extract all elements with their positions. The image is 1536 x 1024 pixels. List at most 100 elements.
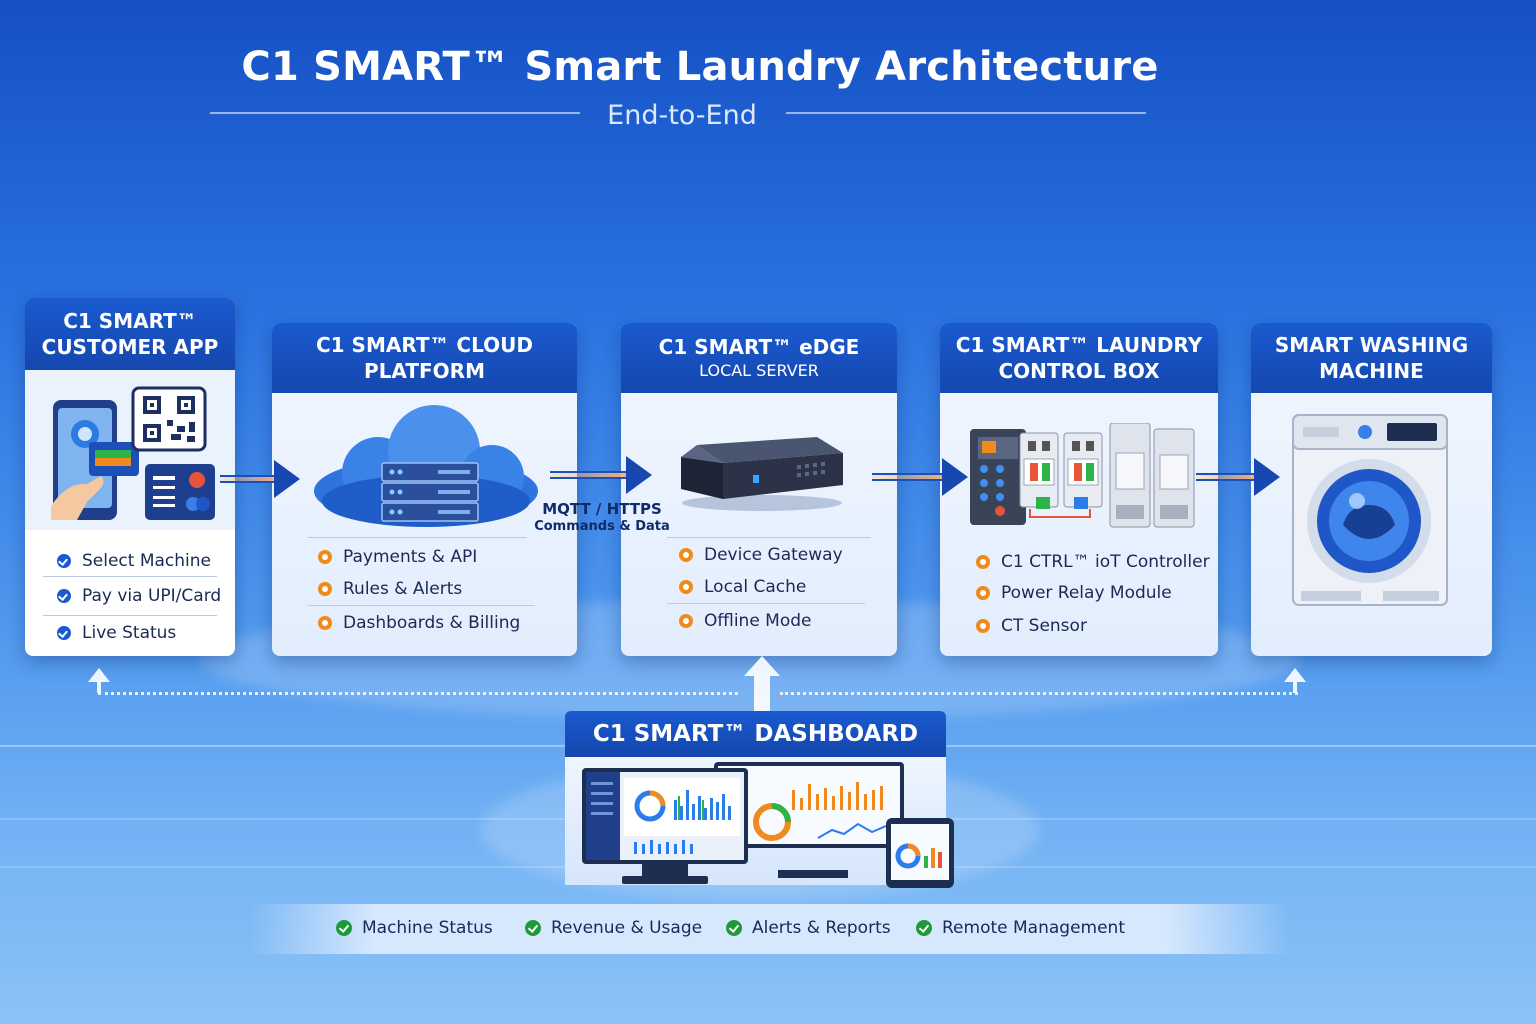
list-item-label: Payments & API: [343, 547, 478, 567]
bullet-icon: [318, 616, 332, 630]
list-item: Device Gateway: [621, 539, 897, 571]
list-item-label: Power Relay Module: [1001, 583, 1172, 603]
check-icon: [726, 920, 742, 936]
control-box-feature-list: C1 CTRL™ ioT Controller Power Relay Modu…: [940, 547, 1218, 643]
divider: [308, 605, 535, 606]
dashboard-to-edge-stem: [754, 676, 770, 712]
list-item-label: Rules & Alerts: [343, 579, 463, 599]
cloud-platform-header: C1 SMART™ CLOUD PLATFORM: [272, 323, 577, 393]
flow-arrow-control-to-washer: [1196, 458, 1280, 496]
cloud-platform-card: C1 SMART™ CLOUD PLATFORM Payments & API …: [272, 323, 577, 656]
customer-app-title-line1: C1 SMART™: [63, 309, 197, 333]
bullet-icon: [976, 586, 990, 600]
feedback-arrow-app: [88, 668, 110, 682]
feedback-arrow-washer: [1284, 668, 1306, 682]
page-subtitle: End-to-End: [607, 100, 757, 131]
divider: [667, 537, 871, 538]
edge-server-title-line2: LOCAL SERVER: [699, 361, 819, 380]
cloud-platform-title-line1: C1 SMART™ CLOUD: [315, 333, 533, 357]
customer-app-feature-list: Select Machine Pay via UPI/Card Live Sta…: [25, 546, 235, 650]
page-title: C1 SMART™ Smart Laundry Architecture: [241, 44, 1159, 90]
control-box-title-line2: CONTROL BOX: [998, 359, 1160, 383]
bullet-icon: [679, 614, 693, 628]
dashboard-devices-icon: [582, 762, 954, 888]
bullet-icon: [976, 555, 990, 569]
bullet-icon: [679, 548, 693, 562]
list-item: Power Relay Module: [940, 577, 1218, 609]
dashboard-features-bar: [250, 904, 1290, 954]
check-icon: [336, 920, 352, 936]
bullet-icon: [976, 619, 990, 633]
list-item-label: Select Machine: [82, 551, 212, 571]
list-item-label: C1 CTRL™ ioT Controller: [1001, 552, 1210, 572]
list-item-label: Dashboards & Billing: [343, 613, 521, 633]
check-icon: [57, 626, 71, 640]
feature-remote-management: Remote Management: [916, 918, 1125, 938]
feature-revenue-usage: Revenue & Usage: [525, 918, 702, 938]
washing-machine-title-line2: MACHINE: [1319, 359, 1424, 383]
bullet-icon: [318, 550, 332, 564]
protocol-label-line2: Commands & Data: [534, 519, 670, 534]
divider: [667, 603, 865, 604]
flow-arrow-edge-to-control: [872, 458, 968, 496]
list-item: Dashboards & Billing: [272, 606, 577, 640]
cloud-server-icon: [314, 405, 538, 527]
protocol-label: MQTT / HTTPS Commands & Data: [532, 500, 672, 536]
divider: [43, 615, 217, 616]
check-icon: [916, 920, 932, 936]
washing-machine-icon: [1292, 414, 1448, 606]
cloud-platform-title-line2: PLATFORM: [364, 359, 485, 383]
feature-label: Alerts & Reports: [752, 918, 891, 938]
feature-label: Machine Status: [362, 918, 493, 938]
control-box-card: C1 SMART™ LAUNDRY CONTROL BOX C1 CTRL™ i…: [940, 323, 1218, 656]
list-item: Pay via UPI/Card: [25, 577, 235, 615]
feature-label: Revenue & Usage: [551, 918, 703, 938]
edge-server-title-line1: C1 SMART™ eDGE: [658, 335, 860, 359]
flow-arrow-app-to-cloud: [220, 460, 300, 498]
list-item: CT Sensor: [940, 609, 1218, 643]
list-item: Payments & API: [272, 541, 577, 573]
feedback-stem-app: [97, 681, 101, 693]
phone-qr-payment-icon: [51, 386, 215, 520]
control-box-header: C1 SMART™ LAUNDRY CONTROL BOX: [940, 323, 1218, 393]
washing-machine-title-line1: SMART WASHING: [1274, 333, 1469, 357]
feedback-line-left: [98, 692, 738, 695]
dashboard-title: C1 SMART™ DASHBOARD: [565, 711, 946, 757]
customer-app-card: C1 SMART™ CUSTOMER APP Select Machine Pa…: [25, 298, 235, 656]
control-box-hardware-icon: [970, 423, 1195, 528]
divider: [43, 576, 217, 577]
list-item: C1 CTRL™ ioT Controller: [940, 547, 1218, 577]
edge-server-box-icon: [681, 437, 843, 511]
feature-machine-status: Machine Status: [336, 918, 493, 938]
washing-machine-card: SMART WASHING MACHINE: [1251, 323, 1492, 656]
list-item: Select Machine: [25, 546, 235, 576]
divider: [308, 537, 527, 538]
flow-arrow-cloud-to-edge: [550, 456, 652, 494]
protocol-label-line1: MQTT / HTTPS: [542, 500, 662, 518]
bullet-icon: [318, 582, 332, 596]
cloud-platform-feature-list: Payments & API Rules & Alerts Dashboards…: [272, 541, 577, 640]
list-item-label: CT Sensor: [1001, 616, 1087, 636]
check-icon: [57, 554, 71, 568]
subtitle-rule-left: [210, 112, 580, 114]
customer-app-title-line2: CUSTOMER APP: [41, 335, 219, 359]
subtitle-rule-right: [786, 112, 1146, 114]
edge-server-feature-list: Device Gateway Local Cache Offline Mode: [621, 539, 897, 638]
check-icon: [57, 589, 71, 603]
list-item-label: Live Status: [82, 623, 177, 643]
list-item-label: Local Cache: [704, 577, 807, 597]
list-item: Rules & Alerts: [272, 573, 577, 605]
list-item-label: Device Gateway: [704, 545, 843, 565]
edge-server-card: C1 SMART™ eDGE LOCAL SERVER Device Gatew…: [621, 323, 897, 656]
control-box-title-line1: C1 SMART™ LAUNDRY: [955, 333, 1203, 357]
feedback-stem-washer: [1293, 681, 1297, 693]
dashboard-to-edge-arrow: [744, 656, 780, 676]
feature-label: Remote Management: [942, 918, 1125, 938]
bullet-icon: [679, 580, 693, 594]
feature-alerts-reports: Alerts & Reports: [726, 918, 891, 938]
edge-server-header: C1 SMART™ eDGE LOCAL SERVER: [621, 323, 897, 393]
check-icon: [525, 920, 541, 936]
washing-machine-header: SMART WASHING MACHINE: [1251, 323, 1492, 393]
customer-app-header: C1 SMART™ CUSTOMER APP: [25, 298, 235, 370]
list-item: Offline Mode: [621, 604, 897, 638]
